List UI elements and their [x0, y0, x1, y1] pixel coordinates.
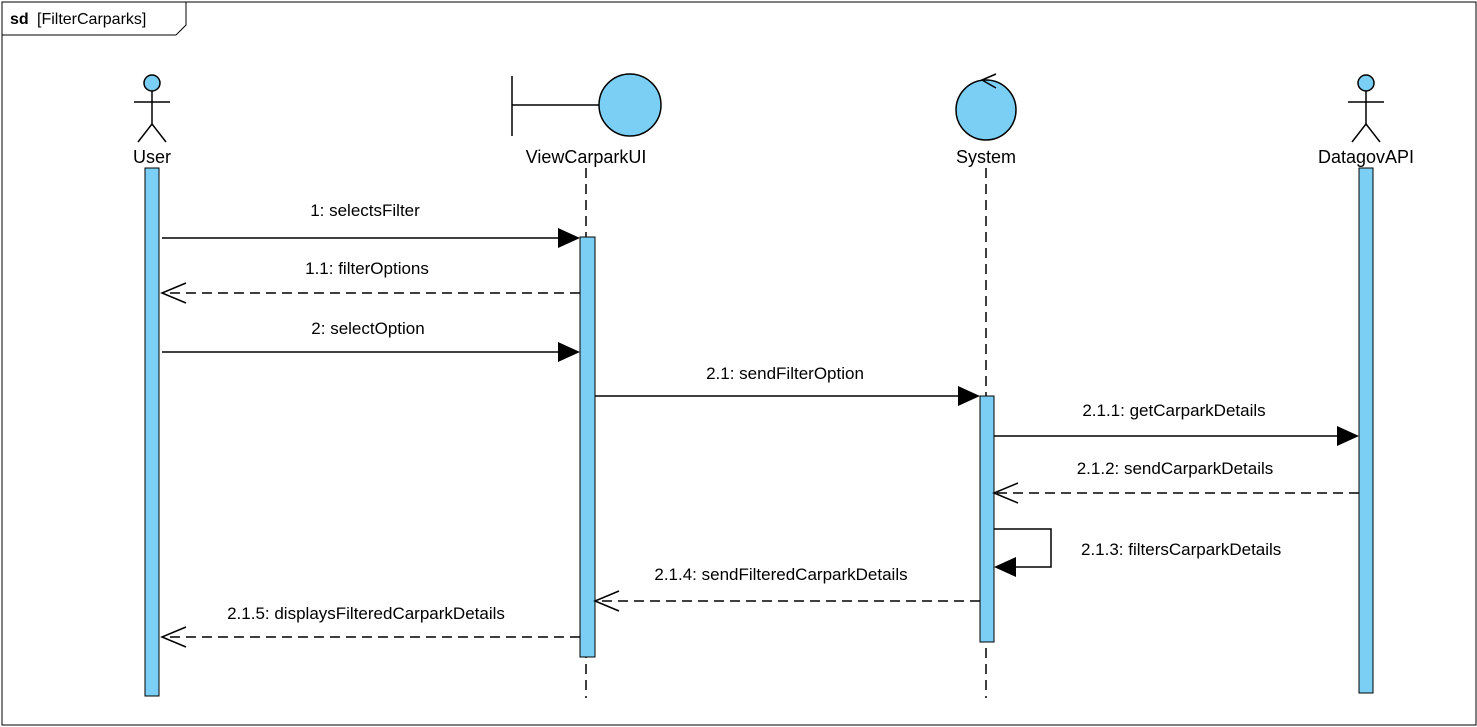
message-displays-filtered-carpark-details: 2.1.5: displaysFilteredCarparkDetails: [160, 604, 580, 648]
lifeline-name-ui: ViewCarparkUI: [526, 147, 647, 167]
message-label: 2.1.1: getCarparkDetails: [1082, 401, 1265, 420]
control-icon: [955, 73, 1017, 141]
control-arrow: [980, 73, 997, 89]
message-label: 2: selectOption: [311, 319, 424, 338]
message-send-filtered-carpark-details: 2.1.4: sendFilteredCarparkDetails: [593, 565, 980, 612]
activation-bar-system: [979, 395, 995, 643]
messages: 1: selectsFilter 1.1: filterOptions 2: s…: [160, 201, 1359, 648]
arrowhead-open: [160, 626, 187, 648]
message-label: 2.1.2: sendCarparkDetails: [1077, 459, 1274, 478]
message-selects-filter: 1: selectsFilter: [162, 201, 580, 248]
arrowhead-filled: [558, 342, 580, 362]
arrowhead-filled: [958, 386, 980, 406]
message-filters-carpark-details: 2.1.3: filtersCarparkDetails: [994, 528, 1281, 577]
activation-bar-api: [1358, 167, 1374, 694]
activation-bar-ui: [579, 236, 596, 658]
message-send-filter-option: 2.1: sendFilterOption: [595, 364, 980, 406]
frame-keyword: sd: [10, 11, 29, 28]
arrowhead-filled: [994, 557, 1016, 577]
actor-leg-left: [1351, 123, 1367, 143]
message-send-carpark-details: 2.1.2: sendCarparkDetails: [992, 459, 1359, 504]
message-line: [994, 528, 1052, 568]
message-label: 1.1: filterOptions: [305, 259, 429, 278]
message-get-carpark-details: 2.1.1: getCarparkDetails: [994, 401, 1359, 446]
activation-bar-user: [144, 167, 160, 697]
actor-leg-right: [151, 123, 167, 143]
lifeline-name-system: System: [956, 147, 1016, 167]
lifeline-name-user: User: [133, 147, 171, 167]
message-label: 2.1: sendFilterOption: [706, 364, 864, 383]
actor-icon: [1348, 74, 1384, 143]
frame-tab: [2, 2, 187, 36]
actor-icon: [134, 74, 170, 143]
arrowhead-open: [992, 482, 1019, 504]
arrowhead-filled: [558, 228, 580, 248]
actor-leg-right: [1365, 123, 1381, 143]
message-label: 1: selectsFilter: [310, 201, 420, 220]
message-label: 2.1.4: sendFilteredCarparkDetails: [654, 565, 907, 584]
arrowhead-open: [160, 282, 187, 304]
message-label: 2.1.5: displaysFilteredCarparkDetails: [227, 604, 505, 623]
boundary-icon: [511, 73, 662, 137]
message-select-option: 2: selectOption: [162, 319, 580, 362]
lifeline-api: DatagovAPI: [1318, 74, 1414, 694]
lifeline-user: User: [133, 74, 171, 697]
lifeline-system: System: [955, 73, 1017, 643]
frame-title: [FilterCarparks]: [37, 11, 146, 28]
message-filter-options: 1.1: filterOptions: [160, 259, 580, 304]
message-label: 2.1.3: filtersCarparkDetails: [1081, 540, 1281, 559]
actor-head: [1357, 74, 1375, 92]
lifeline-lines: [585, 168, 987, 698]
arrowhead-filled: [1337, 426, 1359, 446]
actor-head: [143, 74, 161, 92]
actor-leg-left: [137, 123, 153, 143]
lifeline-ui: ViewCarparkUI: [511, 73, 662, 658]
arrowhead-open: [593, 590, 620, 612]
boundary-circle: [598, 73, 662, 137]
lifeline-name-api: DatagovAPI: [1318, 147, 1414, 167]
control-circle: [955, 79, 1017, 141]
